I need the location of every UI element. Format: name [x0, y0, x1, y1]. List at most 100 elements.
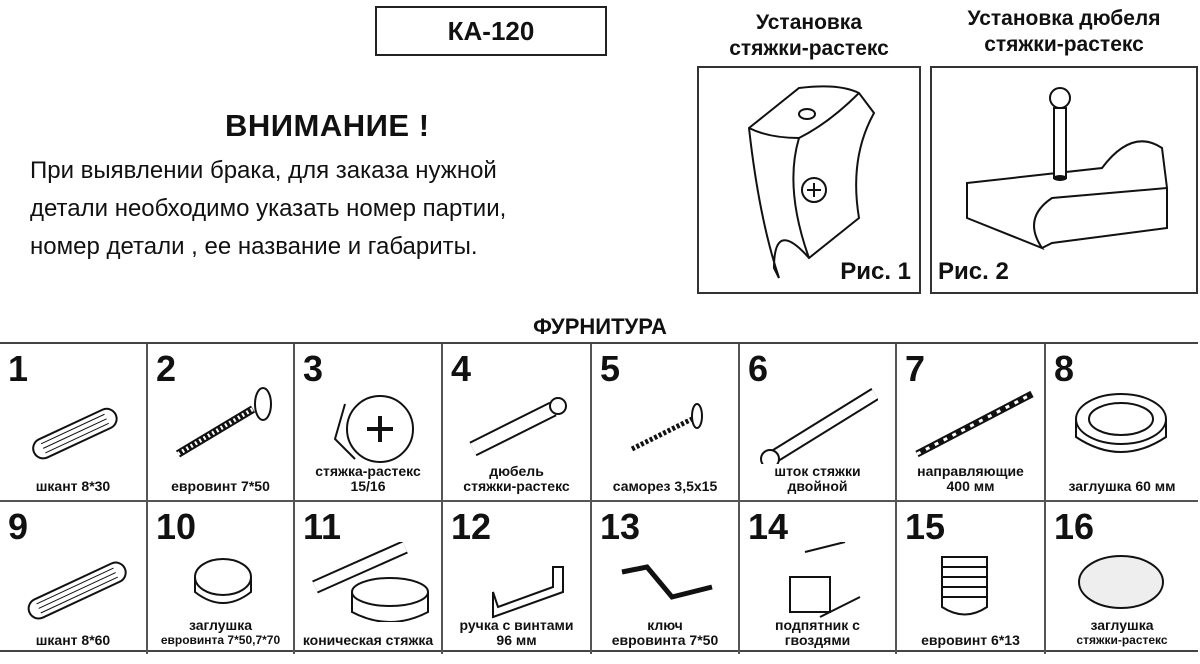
hardware-item: 8 заглушка 60 мм	[1046, 344, 1198, 502]
item-number: 16	[1054, 506, 1095, 547]
figure-title-line: стяжки-растекс	[729, 37, 889, 60]
figure-2: Рис. 2	[930, 66, 1198, 294]
figure-1: Рис. 1	[697, 66, 921, 294]
caption-line-1: заглушка 60 мм	[1068, 478, 1176, 494]
item-illustration	[621, 564, 713, 600]
figure-label: Рис. 2	[938, 258, 1009, 285]
item-caption: евровинт 7*50	[148, 479, 293, 494]
caption-line-1: ключ	[647, 617, 683, 633]
item-number: 2	[156, 348, 177, 389]
caption-line-1: саморез 3,5х15	[612, 478, 718, 494]
item-caption: евровинт 6*13	[897, 633, 1044, 648]
item-illustration	[760, 388, 878, 464]
hardware-item: 5 саморез 3,5х15	[592, 344, 740, 502]
item-caption: коническая стяжка	[295, 633, 441, 648]
item-number: 6	[748, 348, 769, 389]
item-number: 10	[156, 506, 197, 547]
item-illustration	[1078, 555, 1164, 609]
item-number: 1	[8, 348, 29, 389]
item-illustration	[175, 387, 272, 458]
item-illustration	[630, 403, 703, 452]
item-caption: саморез 3,5х15	[592, 479, 738, 494]
item-illustration	[32, 407, 118, 460]
hardware-item: 15 евровинт 6*13	[897, 502, 1046, 654]
caption-line-1: стяжка-растекс	[315, 463, 421, 479]
warning-text: При выявлении брака, для заказа нужной д…	[30, 152, 506, 266]
warning-line: номер детали , ее название и габариты.	[30, 233, 478, 260]
caption-line-2: 96 мм	[496, 632, 537, 648]
figure-title-line: стяжки-растекс	[984, 33, 1144, 56]
caption-line-2: 400 мм	[946, 478, 995, 494]
figure-2-title: Установка дюбеля стяжки-растекс	[930, 6, 1198, 58]
caption-line-1: евровинт 7*50	[171, 478, 270, 494]
item-number: 12	[451, 506, 492, 547]
warning-line: детали необходимо указать номер партии,	[30, 195, 507, 222]
figure-1-title: Установка стяжки-растекс	[697, 10, 921, 62]
caption-line-1: дюбель	[489, 463, 544, 479]
caption-line-1: шток стяжки	[774, 463, 861, 479]
item-number: 15	[905, 506, 946, 547]
caption-line-2: евровинта 7*50	[611, 632, 719, 648]
item-illustration	[915, 390, 1034, 458]
item-illustration	[941, 556, 988, 616]
caption-line-2: двойной	[787, 478, 848, 494]
item-illustration	[27, 561, 127, 620]
section-title: ФУРНИТУРА	[533, 314, 667, 339]
dowel-install-illustration	[966, 87, 1169, 251]
item-number: 4	[451, 348, 472, 389]
caption-line-2: евровинта 7*50,7*70	[160, 633, 281, 647]
item-number: 5	[600, 348, 621, 389]
item-number: 3	[303, 348, 324, 389]
model-number: КА-120	[375, 6, 607, 56]
item-number: 9	[8, 506, 29, 547]
warning-line: При выявлении брака, для заказа нужной	[30, 157, 497, 184]
figure-label: Рис. 1	[840, 258, 911, 285]
item-number: 8	[1054, 348, 1075, 389]
item-number: 14	[748, 506, 789, 547]
caption-line-2: 15/16	[350, 478, 386, 494]
caption-line-1: шкант 8*60	[35, 632, 111, 648]
item-illustration	[789, 542, 861, 618]
item-illustration	[312, 542, 429, 622]
figure-title-line: Установка	[756, 11, 862, 34]
hardware-grid: 1 шкант 8*30 2 евровинт 7*50 3 стяжка-ра…	[0, 342, 1198, 654]
figure-title-line: Установка дюбеля	[967, 7, 1161, 30]
caption-line-1: заглушка	[1090, 617, 1154, 633]
caption-line-2: стяжки-растекс	[463, 478, 570, 494]
item-illustration	[469, 397, 567, 457]
caption-line-1: заглушка	[189, 617, 252, 633]
caption-line-1: направляющие	[917, 463, 1024, 479]
hardware-item: 1 шкант 8*30	[0, 344, 148, 502]
caption-line-2: стяжки-растекс	[1076, 633, 1168, 647]
item-number: 13	[600, 506, 641, 547]
hardware-item: 11 коническая стяжка	[295, 502, 443, 654]
caption-line-1: подпятник с	[775, 617, 860, 633]
item-illustration	[194, 558, 252, 604]
item-illustration	[333, 395, 414, 463]
item-caption: заглушка 60 мм	[1046, 479, 1198, 494]
warning-title: ВНИМАНИЕ !	[225, 108, 430, 143]
item-caption: шкант 8*60	[0, 633, 146, 648]
caption-line-1: евровинт 6*13	[921, 632, 1020, 648]
caption-line-2: гвоздями	[784, 632, 851, 648]
cam-lock-install-illustration	[747, 85, 876, 279]
item-illustration	[492, 566, 564, 619]
